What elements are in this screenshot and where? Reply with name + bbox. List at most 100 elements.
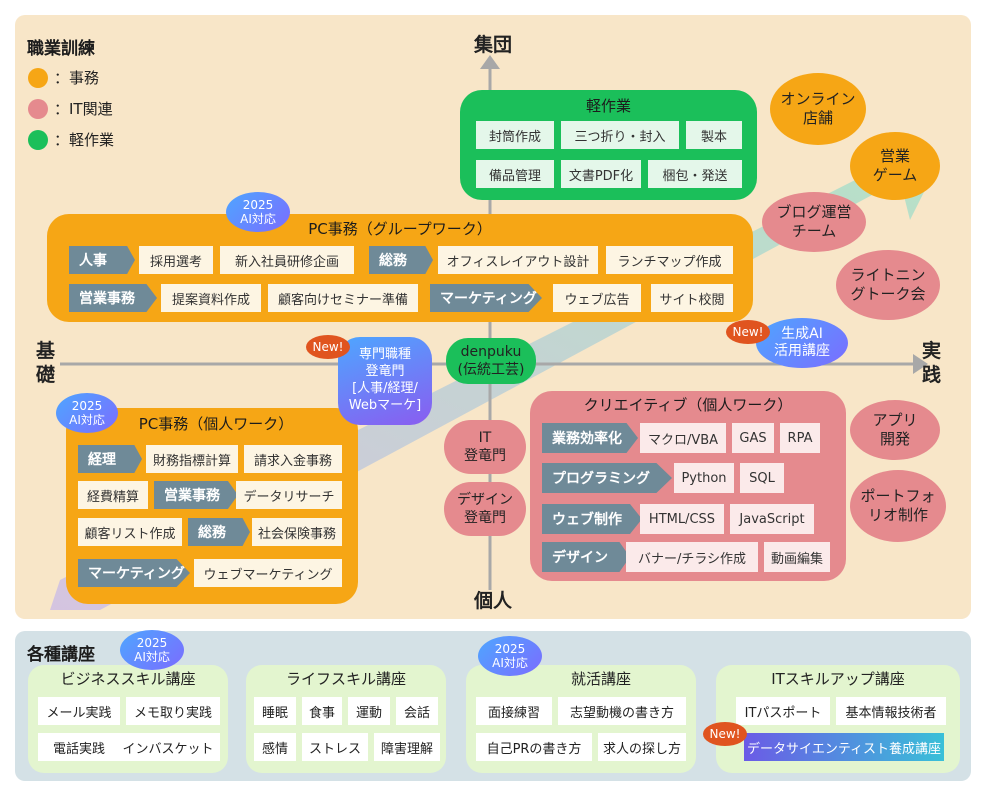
axis-top-label: 集団 (474, 34, 513, 56)
tag-general-affairs: 総務 (369, 246, 433, 274)
pc-group-item: 採用選考 (139, 246, 213, 274)
axis-bottom-label: 個人 (474, 590, 513, 612)
new-badge: New! (306, 335, 350, 359)
creative-item: SQL (740, 463, 784, 493)
new-badge: New! (726, 320, 770, 344)
tag-marketing: マーケティング (430, 284, 542, 312)
course-item: ITパスポート (736, 697, 830, 725)
business-skills-course: ビジネススキル講座 メール実践 メモ取り実践 電話実践 インバスケット (28, 665, 228, 773)
course-item: 面接練習 (476, 697, 552, 725)
light-work-item: 文書PDF化 (561, 160, 641, 188)
pc-individual-work-box: PC事務（個人ワーク） 経理 財務指標計算 請求入金事務 経費精算 営業事務 デ… (66, 408, 358, 604)
pink-dot-icon (28, 98, 48, 119)
pc-individual-item: 経費精算 (78, 481, 148, 509)
light-work-item: 封筒作成 (476, 121, 554, 149)
it-gate-circle: IT 登竜門 (444, 420, 526, 474)
denpuku-box: denpuku (伝統工芸) (446, 338, 536, 384)
course-item: 電話実践 (38, 733, 120, 761)
blog-team-circle: ブログ運営 チーム (762, 192, 866, 252)
tag-efficiency: 業務効率化 (542, 423, 638, 453)
course-item: インバスケット (116, 733, 220, 761)
light-work-box: 軽作業 封筒作成 三つ折り・封入 製本 備品管理 文書PDF化 梱包・発送 (460, 90, 757, 200)
course-item: ストレス (302, 733, 368, 761)
course-title: ライフスキル講座 (285, 670, 406, 688)
new-badge: New! (703, 722, 747, 746)
pc-group-item: オフィスレイアウト設計 (438, 246, 598, 274)
pc-individual-title: PC事務（個人ワーク） (138, 415, 294, 433)
ai-ready-badge: 2025 AI対応 (120, 630, 184, 670)
course-item: 運動 (348, 697, 390, 725)
light-work-item: 梱包・発送 (648, 160, 742, 188)
legend-label: ：IT関連 (54, 100, 113, 118)
course-item: メモ取り実践 (126, 697, 220, 725)
pc-group-item: ウェブ広告 (553, 284, 641, 312)
tag-programming: プログラミング (542, 463, 672, 493)
online-shop-circle: オンライン 店舗 (770, 73, 866, 145)
creative-item: RPA (780, 423, 820, 453)
ai-ready-badge: 2025 AI対応 (226, 192, 290, 232)
pc-group-item: 顧客向けセミナー準備 (268, 284, 418, 312)
pc-individual-item: 請求入金事務 (244, 445, 342, 473)
light-work-item: 備品管理 (476, 160, 554, 188)
green-dot-icon (28, 129, 48, 150)
light-work-item: 製本 (686, 121, 742, 149)
course-title: ビジネススキル講座 (60, 670, 196, 688)
course-item: 会話 (396, 697, 438, 725)
course-item: 志望動機の書き方 (558, 697, 686, 725)
legend-title: 職業訓練 (27, 39, 95, 59)
tag-marketing: マーケティング (78, 559, 190, 587)
legend-item-it: ：IT関連 (28, 98, 113, 119)
tag-general-affairs: 総務 (188, 518, 250, 546)
courses-title: 各種講座 (27, 645, 95, 665)
legend-item-office: ：事務 (28, 67, 99, 88)
axis-left-label: 基 礎 (36, 340, 56, 386)
creative-item: 動画編集 (764, 542, 830, 572)
design-gate-circle: デザイン 登竜門 (444, 482, 526, 536)
creative-item: マクロ/VBA (640, 423, 726, 453)
tag-sales-admin: 営業事務 (69, 284, 157, 312)
creative-item: GAS (732, 423, 774, 453)
course-item: 求人の探し方 (598, 733, 686, 761)
it-skills-course: ITスキルアップ講座 ITパスポート 基本情報技術者 データサイエンティスト養成… (716, 665, 960, 773)
ai-ready-badge: 2025 AI対応 (478, 636, 542, 676)
pc-group-item: 新入社員研修企画 (220, 246, 354, 274)
sales-game-circle: 営業 ゲーム (850, 132, 940, 200)
course-item: 障害理解 (374, 733, 440, 761)
course-item: 基本情報技術者 (836, 697, 946, 725)
ai-ready-badge: 2025 AI対応 (56, 393, 118, 433)
creative-box: クリエイティブ（個人ワーク） 業務効率化 マクロ/VBA GAS RPA プログ… (530, 391, 846, 581)
pc-individual-item: データリサーチ (236, 481, 342, 509)
creative-item: HTML/CSS (640, 504, 724, 534)
course-title: ITスキルアップ講座 (771, 670, 905, 688)
creative-item: JavaScript (730, 504, 814, 534)
pc-group-work-box: PC事務（グループワーク） 人事 採用選考 新入社員研修企画 総務 オフィスレイ… (47, 214, 753, 322)
app-dev-circle: アプリ 開発 (850, 400, 940, 460)
orange-dot-icon (28, 67, 48, 88)
legend-label: ：軽作業 (54, 131, 115, 149)
creative-item: Python (674, 463, 734, 493)
tag-accounting: 経理 (78, 445, 142, 473)
axis-right-label: 実 践 (922, 340, 942, 386)
legend-item-light-work: ：軽作業 (28, 129, 114, 150)
pc-individual-item: 財務指標計算 (146, 445, 238, 473)
pc-individual-item: 社会保険事務 (252, 518, 342, 546)
course-item: データサイエンティスト養成講座 (744, 733, 944, 761)
tag-hr: 人事 (69, 246, 135, 274)
job-hunting-course: 就活講座 面接練習 志望動機の書き方 自己PRの書き方 求人の探し方 (466, 665, 696, 773)
tag-design: デザイン (542, 542, 630, 572)
course-item: 自己PRの書き方 (476, 733, 592, 761)
course-item: 食事 (302, 697, 342, 725)
course-item: メール実践 (38, 697, 120, 725)
course-title: 就活講座 (570, 670, 631, 688)
creative-item: バナー/チラシ作成 (626, 542, 758, 572)
course-item: 感情 (254, 733, 296, 761)
pc-group-item: 提案資料作成 (161, 284, 261, 312)
light-work-item: 三つ折り・封入 (561, 121, 679, 149)
pc-individual-item: ウェブマーケティング (194, 559, 342, 587)
creative-title: クリエイティブ（個人ワーク） (583, 396, 793, 414)
pc-individual-item: 顧客リスト作成 (78, 518, 182, 546)
legend-label: ：事務 (54, 69, 100, 87)
tag-sales-admin: 営業事務 (154, 481, 238, 509)
course-item: 睡眠 (254, 697, 296, 725)
portfolio-circle: ポートフォ リオ制作 (850, 470, 946, 542)
